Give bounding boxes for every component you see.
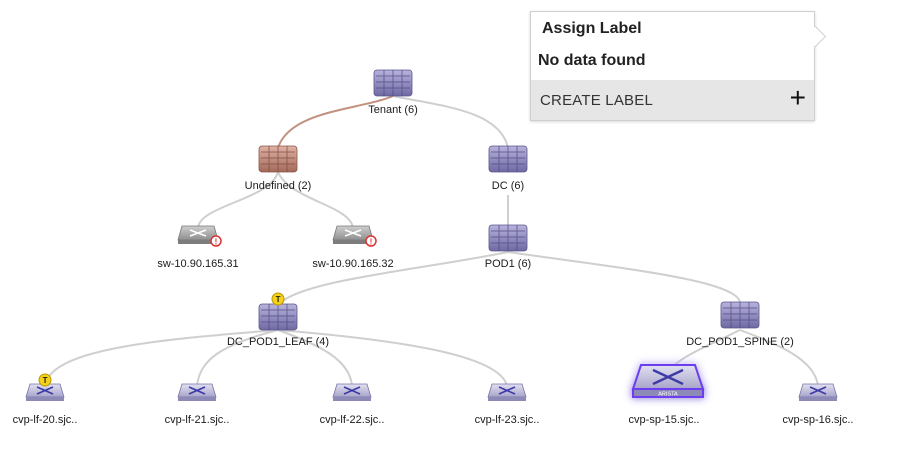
tag-badge-icon[interactable]: T xyxy=(38,373,52,387)
edge-leaf-lf21 xyxy=(196,329,279,387)
node-leaf[interactable] xyxy=(258,303,298,331)
node-label-undefined: Undefined (2) xyxy=(244,180,312,192)
node-label-leaf: DC_POD1_LEAF (4) xyxy=(226,336,330,348)
node-lf21[interactable] xyxy=(177,383,217,401)
popup-title: Assign Label xyxy=(542,20,642,37)
node-label-lf22: cvp-lf-22.sjc.. xyxy=(319,414,385,426)
node-spine[interactable] xyxy=(720,301,760,329)
assign-label-popup: Assign Label No data found CREATE LABEL … xyxy=(530,11,815,121)
node-pod1[interactable] xyxy=(488,224,528,252)
node-sp15[interactable]: ARISTA xyxy=(631,364,705,398)
plus-icon[interactable]: + xyxy=(789,82,806,113)
edge-undefined-sw2 xyxy=(277,171,354,229)
node-label-sw1: sw-10.90.165.31 xyxy=(157,258,239,270)
create-label-text: CREATE LABEL xyxy=(540,92,653,109)
node-lf20[interactable] xyxy=(25,383,65,401)
no-data-message: No data found xyxy=(538,52,646,69)
edge-undefined-sw1 xyxy=(197,171,279,229)
tree-edges xyxy=(44,95,819,387)
svg-text:T: T xyxy=(276,295,281,304)
switch-arrows-icon xyxy=(188,386,206,395)
node-sw2[interactable]: ! xyxy=(332,225,377,247)
node-label-dc: DC (6) xyxy=(491,180,525,192)
arista-brand-text: ARISTA xyxy=(658,392,678,398)
edge-tenant-undefined xyxy=(277,95,394,149)
edge-leaf-lf22 xyxy=(277,329,353,387)
switch-arrows-icon xyxy=(652,368,684,386)
node-label-spine: DC_POD1_SPINE (2) xyxy=(686,336,794,348)
switch-arrows-icon xyxy=(36,386,54,395)
switch-arrows-icon xyxy=(809,386,827,395)
node-tenant[interactable] xyxy=(373,69,413,97)
node-sw1[interactable]: ! xyxy=(177,225,222,247)
warning-badge-icon: ! xyxy=(365,235,377,247)
svg-text:!: ! xyxy=(370,238,373,247)
warning-badge-icon: ! xyxy=(210,235,222,247)
edge-pod1-leaf xyxy=(277,251,509,306)
node-undefined[interactable] xyxy=(258,145,298,173)
node-lf23[interactable] xyxy=(487,383,527,401)
node-sp16[interactable] xyxy=(798,383,838,401)
node-label-sw2: sw-10.90.165.32 xyxy=(312,258,394,270)
edge-leaf-lf23 xyxy=(277,329,508,387)
create-label-button[interactable]: CREATE LABEL + xyxy=(531,80,814,120)
node-label-lf20: cvp-lf-20.sjc.. xyxy=(12,414,78,426)
edge-tenant-dc xyxy=(392,95,509,149)
switch-arrows-icon xyxy=(498,386,516,395)
node-label-sp16: cvp-sp-16.sjc.. xyxy=(782,414,854,426)
edge-leaf-lf20 xyxy=(44,329,279,387)
switch-arrows-icon xyxy=(189,229,207,237)
switch-arrows-icon xyxy=(344,229,362,237)
node-lf22[interactable] xyxy=(332,383,372,401)
node-label-pod1: POD1 (6) xyxy=(484,258,532,270)
tag-badge-icon[interactable]: T xyxy=(271,292,285,306)
edge-spine-sp16 xyxy=(739,329,819,387)
edge-pod1-spine xyxy=(507,251,741,303)
node-dc[interactable] xyxy=(488,145,528,173)
node-label-lf21: cvp-lf-21.sjc.. xyxy=(164,414,230,426)
node-label-lf23: cvp-lf-23.sjc.. xyxy=(474,414,540,426)
node-label-sp15: cvp-sp-15.sjc.. xyxy=(628,414,700,426)
node-label-tenant: Tenant (6) xyxy=(368,104,418,116)
svg-text:T: T xyxy=(43,376,48,385)
svg-text:!: ! xyxy=(215,238,218,247)
switch-arrows-icon xyxy=(343,386,361,395)
